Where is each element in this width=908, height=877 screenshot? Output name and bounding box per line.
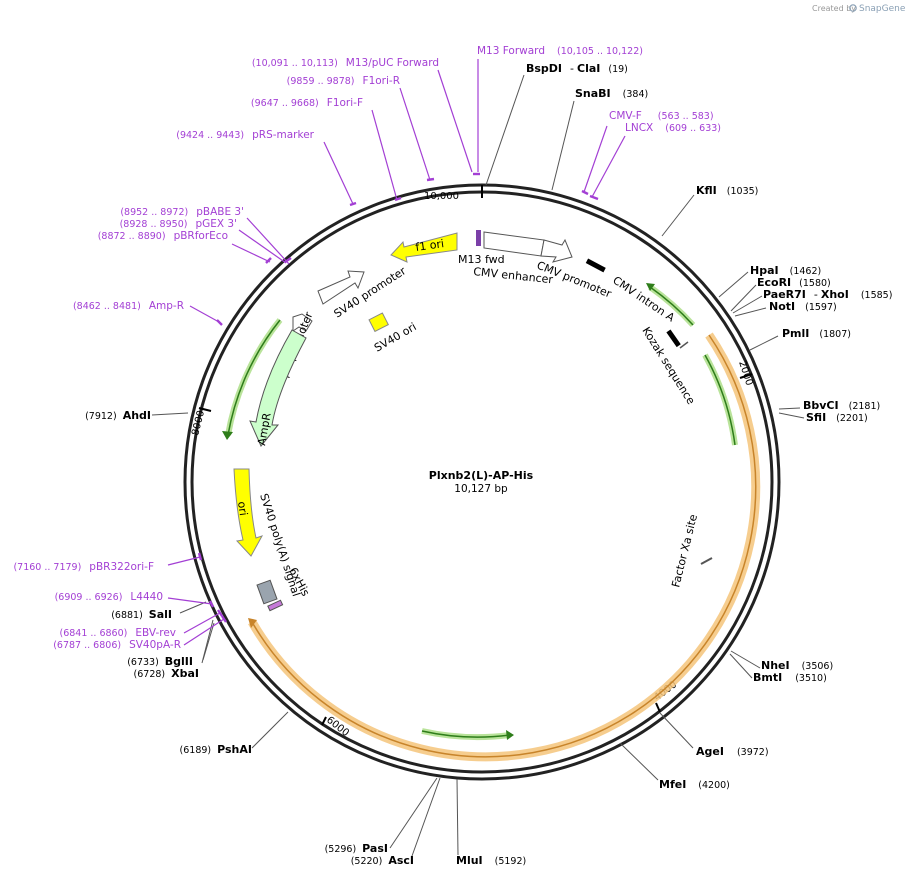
site-agei: AgeI(3972) [696, 745, 769, 758]
feature-cmv-intron-marker [585, 258, 606, 273]
enzyme-leader-lines [151, 74, 805, 857]
plasmid-name: Plxnb2(L)-AP-His [429, 469, 534, 482]
feature-kozak-tick [679, 341, 689, 349]
site-bspdi: BspDI-ClaI(19) [526, 62, 628, 75]
primer-prs-marker: (9424 .. 9443)pRS-marker [176, 129, 314, 141]
feature-label-f1-ori: f1 ori [415, 237, 445, 254]
primer-markers [197, 172, 599, 623]
feature-m13-fwd-marker [476, 230, 481, 246]
credit-brand: SnapGene [859, 4, 906, 14]
primer-pbabe3: (8952 .. 8972)pBABE 3' [120, 206, 244, 218]
site-nhei: NheI(3506) [761, 659, 833, 672]
feature-label-ori: ori [235, 501, 250, 517]
feature-f1-ori [390, 232, 458, 263]
orf-orange-arc-core [251, 334, 757, 758]
backbone-inner [190, 190, 774, 774]
feature-label-factor-xa: Factor Xa site [669, 513, 700, 589]
primer-m13-puc-forward: (10,091 .. 10,113)M13/pUC Forward [252, 57, 439, 69]
feature-label-m13-fwd: M13 fwd [458, 253, 505, 266]
feature-label-ampr: AmpR [255, 412, 274, 447]
feature-sv40-ori [368, 312, 389, 333]
feature-ampr [249, 329, 307, 447]
feature-kozak-marker [666, 329, 681, 348]
orf-green-3-core [421, 730, 511, 738]
feature-label-sv40-promoter: SV40 promoter [332, 264, 409, 320]
primer-cmv-f: CMV-F(563 .. 583) [609, 110, 714, 122]
orf-green-4-core [227, 319, 281, 436]
feature-sv40-promoter [317, 270, 365, 305]
primer-sv40pa-r: (6787 .. 6806)SV40pA-R [53, 639, 181, 651]
site-asci: (5220)AscI [351, 854, 414, 867]
primer-f1ori-r: (9859 .. 9878)F1ori-R [287, 75, 400, 87]
feature-6xhis-marker [267, 599, 284, 612]
credit-text: Created by [812, 4, 856, 13]
site-kfli: KflI(1035) [696, 184, 758, 197]
site-sali: (6881)SalI [111, 608, 172, 621]
site-hpai: HpaI(1462) [750, 264, 821, 277]
primer-pbr322ori-f: (7160 .. 7179)pBR322ori-F [13, 561, 154, 573]
site-snabi: SnaBI(384) [575, 87, 648, 100]
site-ecori: EcoRI(1580) [757, 276, 831, 289]
site-pshai: (6189)PshAI [180, 743, 252, 756]
snapgene-logo-icon [849, 4, 857, 12]
orf-green-2-core [704, 354, 736, 446]
primer-lncx: LNCX(609 .. 633) [625, 122, 721, 134]
site-sfii: SfiI(2201) [806, 411, 868, 424]
site-paer7i: PaeR7I-XhoI(1585) [763, 288, 892, 301]
orf-green-3-arrowhead [506, 730, 514, 740]
primer-leader-lines [167, 59, 626, 646]
primer-ebv-rev: (6841 .. 6860)EBV-rev [60, 627, 177, 639]
tick-marks [198, 185, 753, 726]
primer-f1ori-f: (9647 .. 9668)F1ori-F [251, 97, 363, 109]
primer-m13-forward: M13 Forward(10,105 .. 10,122) [477, 45, 643, 57]
site-mfei: MfeI(4200) [659, 778, 730, 791]
site-bbvci: BbvCI(2181) [803, 399, 880, 412]
tick-label-10000: 10,000 [424, 191, 459, 202]
orf-green-4-arrowhead [222, 431, 233, 440]
primer-pgex3: (8928 .. 8950)pGEX 3' [120, 218, 237, 230]
site-xbai: (6728)XbaI [134, 667, 199, 680]
orf-orange-arrowhead [248, 618, 257, 628]
site-bmti: BmtI(3510) [753, 671, 827, 684]
site-pmli: PmlI(1807) [782, 327, 851, 340]
feature-factor-xa-tick [700, 557, 713, 565]
feature-label-kozak: Kozak sequence [639, 325, 697, 407]
site-bglii: (6733)BglII [127, 655, 193, 668]
feature-ori [233, 468, 264, 557]
plasmid-length: 10,127 bp [454, 483, 508, 495]
feature-cmv-promoter [540, 238, 573, 263]
feature-sv40-polya-marker [256, 579, 278, 605]
site-pasi: (5296)PasI [325, 842, 388, 855]
primer-pbrforeco: (8872 .. 8890)pBRforEco [98, 230, 228, 242]
primer-amp-r: (8462 .. 8481)Amp-R [73, 300, 184, 312]
site-mlui: MluI(5192) [456, 854, 526, 867]
site-noti: NotI(1597) [769, 300, 837, 313]
primer-l4440: (6909 .. 6926)L4440 [55, 591, 163, 603]
orf-green-1-arrowhead [646, 283, 655, 291]
site-ahdi: (7912)AhdI [85, 409, 151, 422]
